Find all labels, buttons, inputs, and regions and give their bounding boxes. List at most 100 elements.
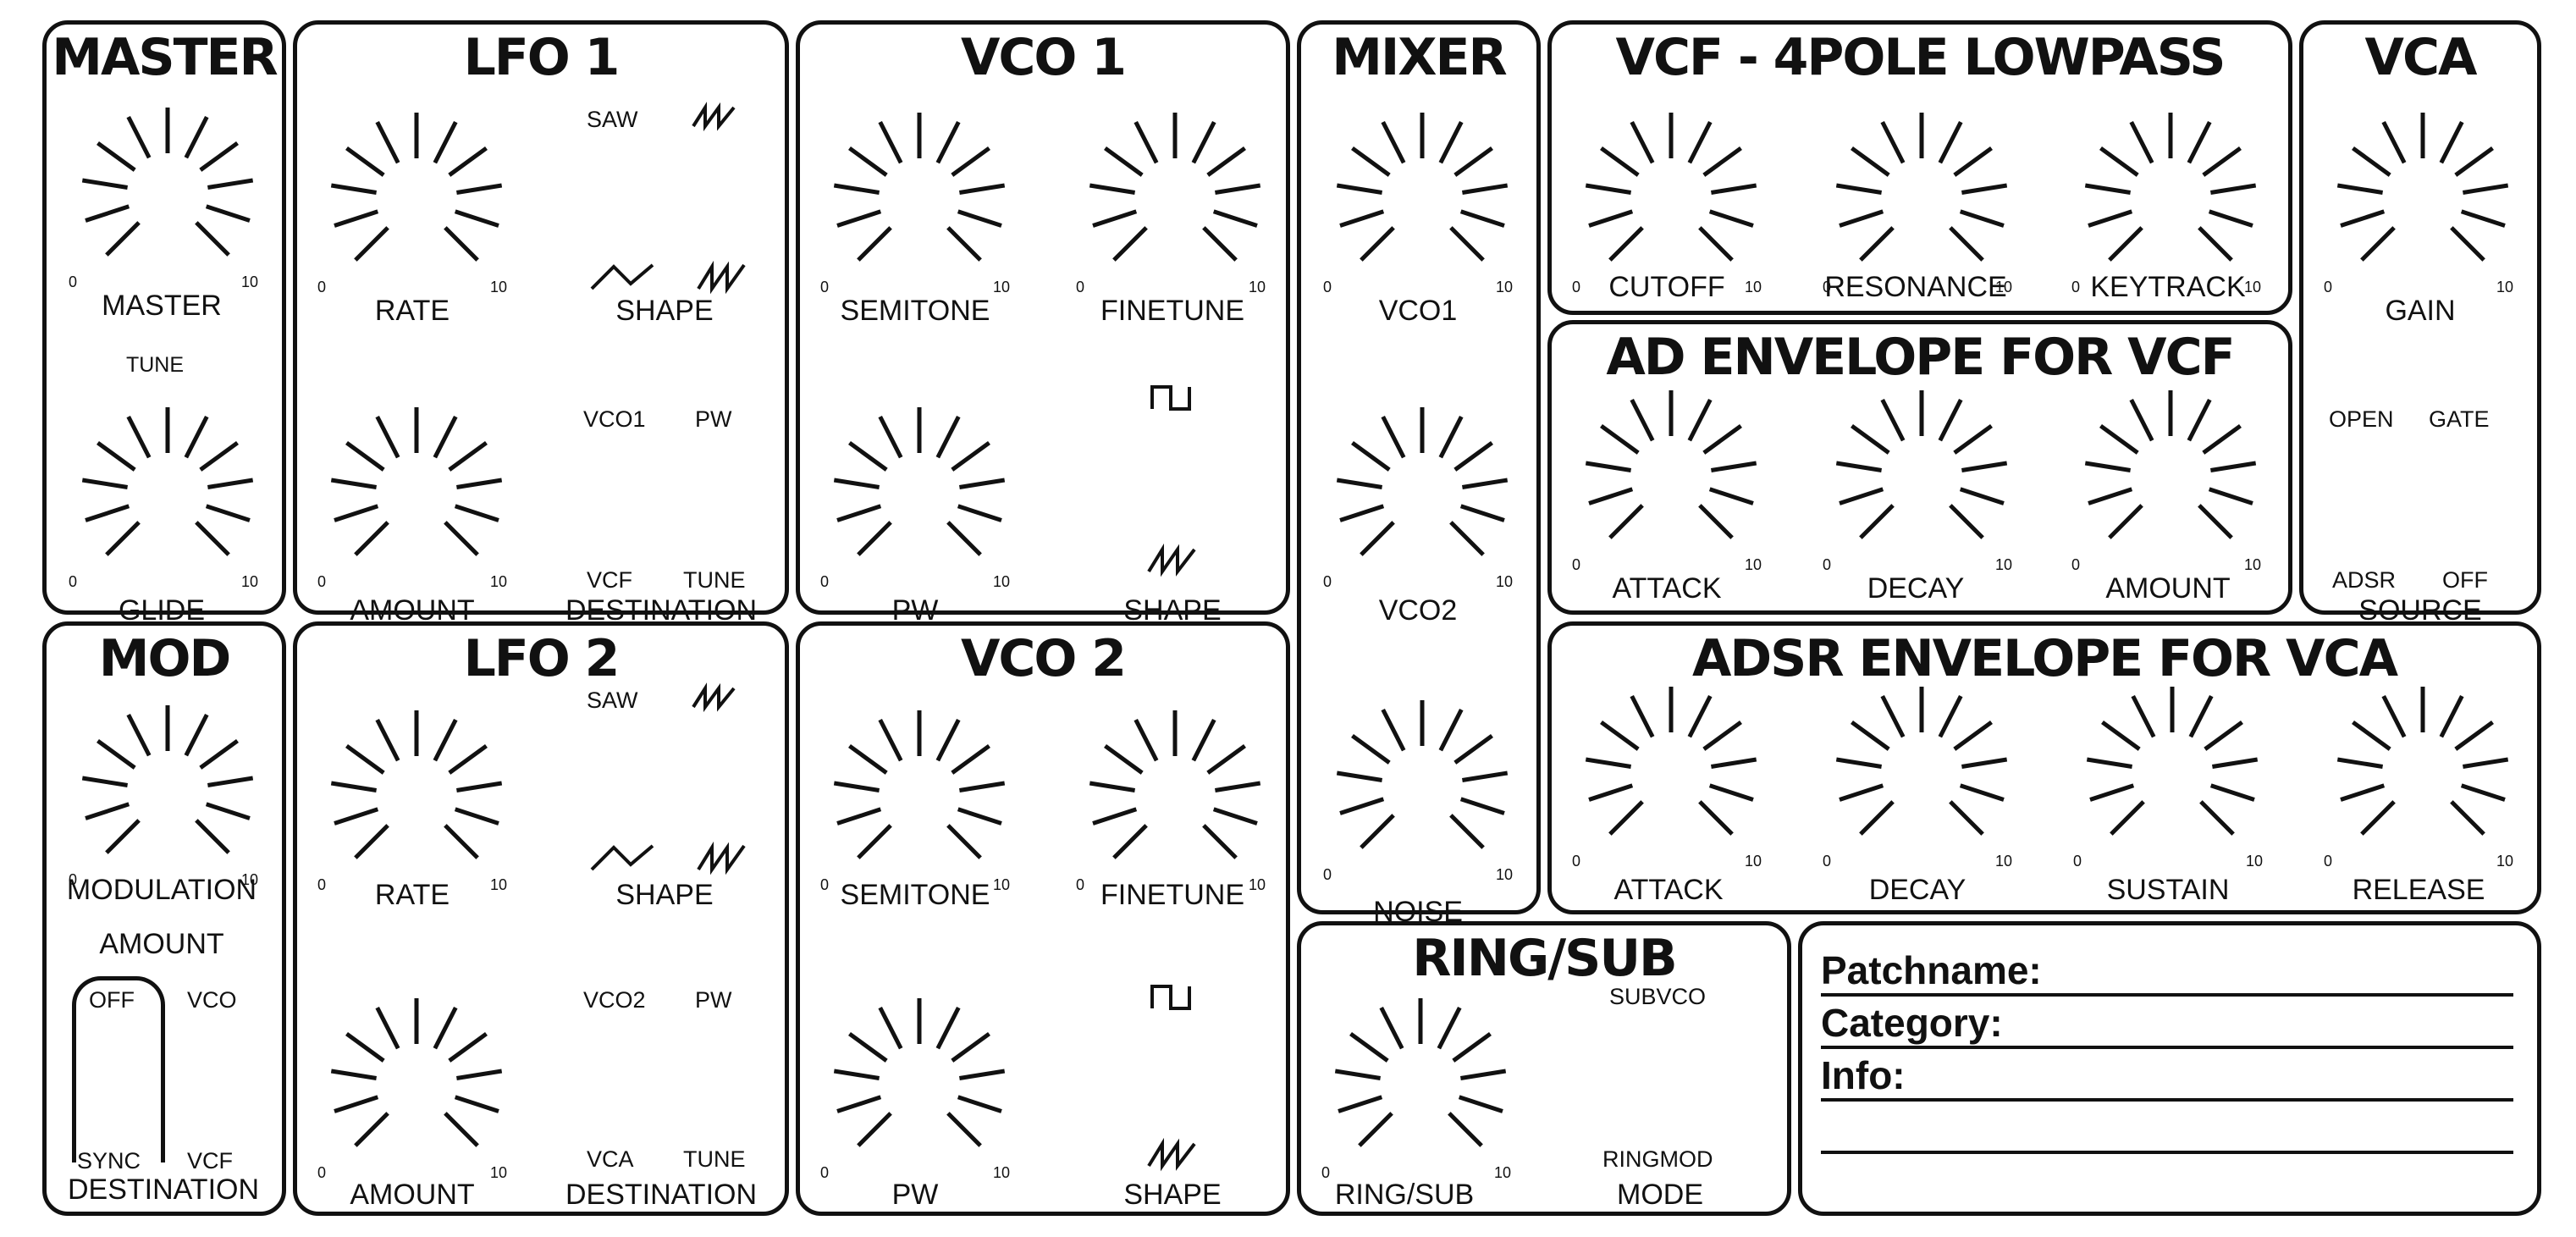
ringsub-subvco-option[interactable]: SUBVCO xyxy=(1609,984,1707,1009)
knob-scale-max: 10 xyxy=(1745,556,1762,573)
mod-off-option[interactable]: OFF xyxy=(89,987,135,1013)
knob-tick xyxy=(2129,398,2154,442)
lfo2-dest-vco2[interactable]: VCO2 xyxy=(583,987,646,1013)
category-field[interactable]: Category: xyxy=(1821,1001,2003,1045)
knob-tick xyxy=(2099,423,2139,455)
mod-vcf-option[interactable]: VCF xyxy=(187,1148,233,1173)
knob-tick xyxy=(2129,120,2154,164)
knob-tick xyxy=(1206,146,1246,177)
mod-sync-option[interactable]: SYNC xyxy=(77,1148,141,1173)
mod-vco-option[interactable]: VCO xyxy=(187,987,237,1013)
knob-tick xyxy=(836,807,882,826)
mod-destination-switch[interactable] xyxy=(72,976,165,1162)
lfo2-shape-label: SHAPE xyxy=(615,879,714,911)
knob-tick xyxy=(2381,120,2407,164)
knob-tick xyxy=(126,115,152,159)
lfo2-amount-label: AMOUNT xyxy=(350,1179,475,1211)
knob-ticks xyxy=(1835,113,2008,262)
vco2-pw-label: PW xyxy=(891,1179,939,1211)
vca-gate-option[interactable]: GATE xyxy=(2429,406,2490,432)
knob-tick xyxy=(857,226,892,262)
lfo1-dest-pw[interactable]: PW xyxy=(695,406,732,432)
info-field[interactable]: Info: xyxy=(1821,1053,1906,1097)
glide-knob-label: GLIDE xyxy=(118,594,206,627)
mod-destination-label: DESTINATION xyxy=(67,1173,260,1206)
knob-tick xyxy=(1630,694,1655,738)
vca-open-option[interactable]: OPEN xyxy=(2329,406,2394,432)
knob-tick xyxy=(1351,146,1391,177)
knob-tick xyxy=(334,1095,379,1113)
lfo1-dest-vco1[interactable]: VCO1 xyxy=(583,406,646,432)
vca-adsr-option[interactable]: ADSR xyxy=(2332,567,2397,593)
knob-tick xyxy=(2208,487,2253,505)
lfo2-dest-vca[interactable]: VCA xyxy=(587,1146,634,1172)
knob-tick xyxy=(935,718,961,762)
lfo2-dest-tune[interactable]: TUNE xyxy=(683,1146,746,1172)
knob-tick xyxy=(2381,694,2407,738)
patchname-field[interactable]: Patchname: xyxy=(1821,948,2042,992)
knob-tick xyxy=(1938,120,1963,164)
knob-ticks xyxy=(2336,113,2509,262)
ringsub-mode-label: MODE xyxy=(1617,1179,1703,1211)
knob-tick xyxy=(1453,440,1493,472)
knob-ticks xyxy=(1585,390,1757,539)
knob-tick xyxy=(1859,800,1895,836)
knob-scale-max: 10 xyxy=(1249,876,1266,893)
knob-tick xyxy=(354,1112,389,1147)
knob-tick xyxy=(836,504,882,522)
knob-tick xyxy=(1880,398,1906,442)
lfo2-dest-pw[interactable]: PW xyxy=(695,987,732,1013)
knob-tick xyxy=(1458,1095,1503,1113)
knob-tick xyxy=(1338,1095,1383,1113)
knob-scale-max: 10 xyxy=(1496,866,1514,883)
lfo1-dest-vcf[interactable]: VCF xyxy=(587,567,632,593)
knob-tick xyxy=(1839,209,1884,228)
knob-scale-min: 0 xyxy=(69,273,78,290)
knob-tick xyxy=(1453,733,1493,765)
vco2-title: VCO 2 xyxy=(960,629,1127,688)
knob-tick xyxy=(330,478,377,489)
vca-off-option[interactable]: OFF xyxy=(2442,567,2488,593)
knob-scale-min: 0 xyxy=(69,573,78,590)
knob-scale-min: 0 xyxy=(2324,279,2333,295)
knob-tick xyxy=(951,440,990,472)
knob-ticks xyxy=(1585,113,1757,262)
vco2-semitone-label: SEMITONE xyxy=(840,879,990,911)
ringsub-ringmod-option[interactable]: RINGMOD xyxy=(1602,1146,1713,1172)
knob-tick xyxy=(85,204,130,223)
knob-scale-min: 0 xyxy=(1076,279,1085,295)
knob-tick xyxy=(81,178,128,190)
knob-ticks xyxy=(1089,710,1261,859)
lfo1-dest-tune[interactable]: TUNE xyxy=(683,567,746,593)
